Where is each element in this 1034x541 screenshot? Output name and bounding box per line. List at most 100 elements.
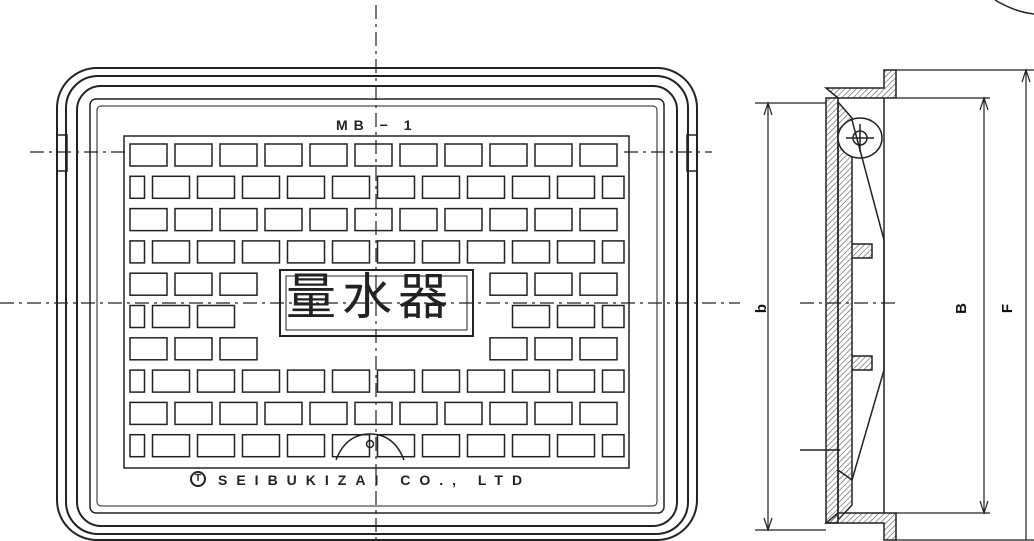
- brick: [129, 143, 168, 167]
- brick: [444, 401, 483, 426]
- brick: [511, 240, 551, 264]
- brick: [489, 401, 528, 426]
- brick: [196, 433, 236, 458]
- brick: [511, 304, 551, 329]
- brick: [219, 207, 258, 232]
- brick: [174, 401, 213, 426]
- corner-arc: [994, 0, 1034, 15]
- brick: [534, 401, 573, 426]
- brick: [286, 433, 326, 458]
- brick: [129, 337, 168, 361]
- brick: [444, 207, 483, 232]
- brick: [219, 143, 258, 167]
- brick: [219, 272, 258, 296]
- brick: [556, 240, 596, 264]
- brick: [354, 143, 393, 167]
- dimension-lines: [755, 68, 1034, 541]
- dimension-B-label: B: [952, 303, 970, 314]
- brick: [331, 433, 371, 458]
- brick: [556, 175, 596, 200]
- brick: [264, 143, 303, 167]
- brick: [151, 175, 191, 200]
- brick: [174, 337, 213, 361]
- brick: [129, 369, 146, 393]
- brick: [489, 143, 528, 167]
- brick: [534, 337, 573, 361]
- brick: [534, 143, 573, 167]
- brick: [399, 207, 438, 232]
- brick: [286, 369, 326, 393]
- brick: [489, 337, 528, 361]
- brick: [219, 337, 258, 361]
- brick: [579, 207, 618, 232]
- brick: [129, 304, 146, 329]
- brick: [241, 175, 281, 200]
- brick: [309, 401, 348, 426]
- maker-label: SEIBUKIZAI CO., LTD: [218, 472, 532, 488]
- brick: [421, 433, 461, 458]
- brick: [444, 143, 483, 167]
- brick: [421, 369, 461, 393]
- brick: [399, 401, 438, 426]
- brick: [196, 369, 236, 393]
- brick: [241, 369, 281, 393]
- dimension-b-label: b: [753, 303, 771, 314]
- brick: [601, 175, 625, 200]
- brick: [129, 272, 168, 296]
- brick: [331, 175, 371, 200]
- brick-pattern: [129, 143, 625, 458]
- brick: [309, 143, 348, 167]
- brick: [151, 304, 191, 329]
- brick: [511, 433, 551, 458]
- brick: [129, 207, 168, 232]
- brick: [354, 401, 393, 426]
- brick: [466, 433, 506, 458]
- plan-center-lines: [0, 5, 740, 541]
- brick: [466, 175, 506, 200]
- brick: [129, 401, 168, 426]
- brick: [174, 272, 213, 296]
- maker-logo-icon: T: [190, 471, 206, 487]
- brick: [264, 207, 303, 232]
- brick: [556, 304, 596, 329]
- brick: [331, 240, 371, 264]
- brick: [241, 433, 281, 458]
- kanji-emblem: 量水器: [286, 268, 454, 326]
- brick: [376, 369, 416, 393]
- brick: [286, 240, 326, 264]
- brick: [309, 207, 348, 232]
- brick: [174, 207, 213, 232]
- brick: [601, 240, 625, 264]
- brick: [196, 240, 236, 264]
- brick: [286, 175, 326, 200]
- brick: [264, 401, 303, 426]
- brick: [421, 175, 461, 200]
- dimension-F-label: F: [999, 303, 1017, 314]
- brick: [579, 143, 618, 167]
- brick: [466, 240, 506, 264]
- brick: [534, 272, 573, 296]
- section-view: [800, 69, 897, 541]
- brick: [466, 369, 506, 393]
- brick: [219, 401, 258, 426]
- brick: [376, 175, 416, 200]
- keyhole: [335, 433, 405, 461]
- brick: [579, 337, 618, 361]
- brick: [489, 272, 528, 296]
- brick: [399, 143, 438, 167]
- brick: [151, 369, 191, 393]
- brick: [579, 401, 618, 426]
- brick: [421, 240, 461, 264]
- brick: [579, 272, 618, 296]
- brick: [511, 175, 551, 200]
- brick: [601, 304, 625, 329]
- brick: [489, 207, 528, 232]
- brick: [511, 369, 551, 393]
- brick: [174, 143, 213, 167]
- brick: [556, 433, 596, 458]
- brick: [129, 175, 146, 200]
- plan-view-frame: [56, 67, 698, 541]
- brick: [196, 304, 236, 329]
- brick: [376, 240, 416, 264]
